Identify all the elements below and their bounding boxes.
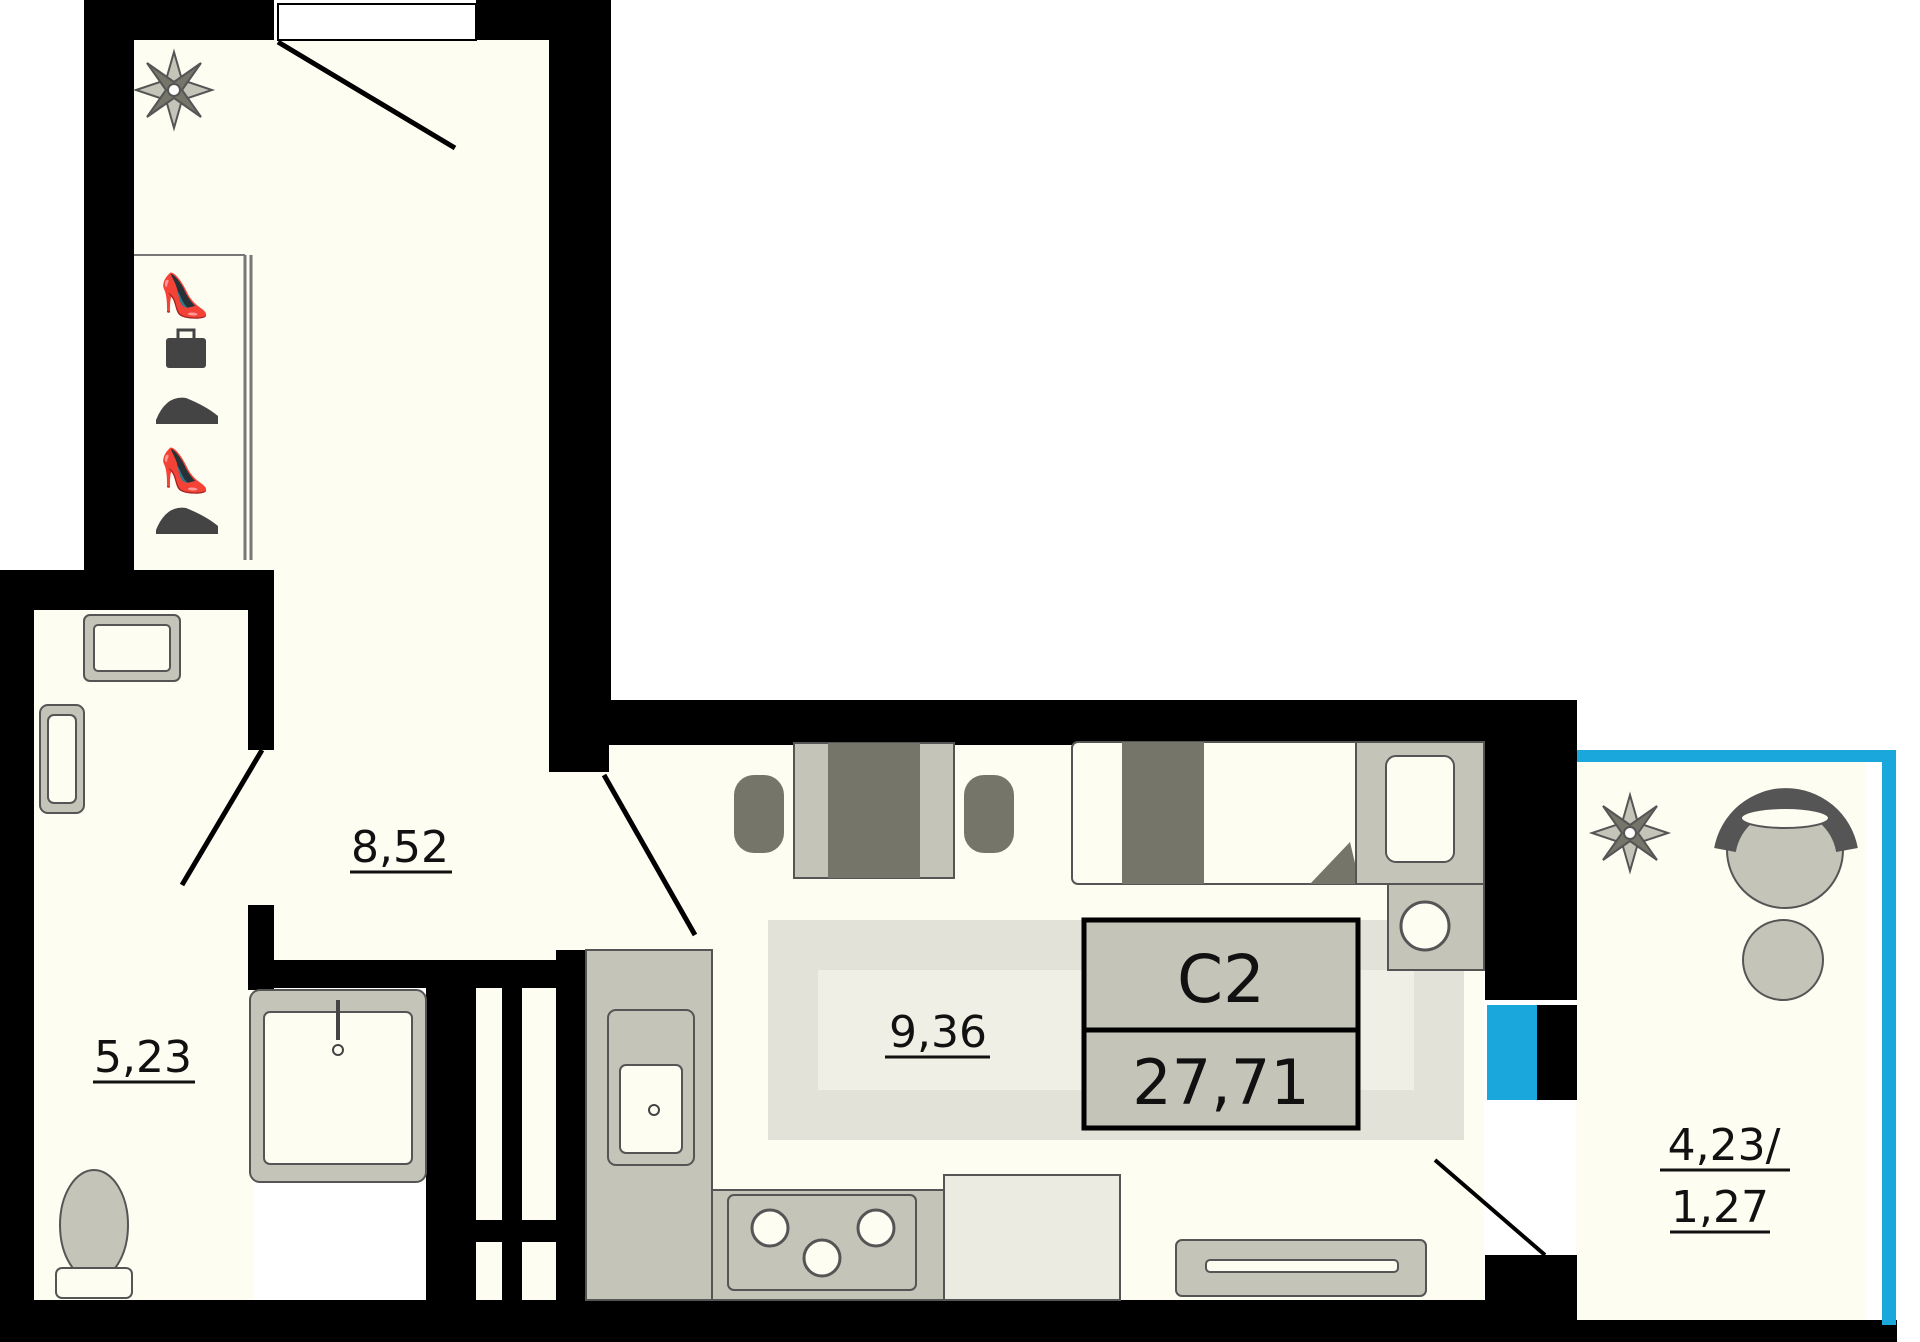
burner-icon (750, 1208, 790, 1248)
wall-bath-top (0, 570, 270, 610)
loggia-window (1487, 1005, 1537, 1100)
wall-loggia-bottom (1577, 1320, 1897, 1342)
burner-icon-2 (802, 1238, 842, 1278)
coffee-table (1742, 919, 1824, 1001)
wall-living-top (549, 700, 1577, 745)
wall-bottom (0, 1300, 1577, 1342)
bathroom-fixtures (39, 614, 556, 1300)
wall-hall-right-lower (549, 0, 611, 700)
hall-lower-floor (254, 570, 554, 970)
plant-icon-loggia (1588, 791, 1672, 875)
lamp-icon (1399, 900, 1451, 952)
loggia-glazing (1487, 750, 1896, 1325)
heel-icon: 👠 (159, 445, 211, 495)
loggia-area-reduced: 1,27 (1671, 1182, 1769, 1233)
total-area: 27,71 (1132, 1046, 1310, 1119)
hall-area: 8,52 (351, 822, 449, 873)
chair (734, 775, 784, 853)
bath-door-swing (179, 748, 265, 887)
wall-kitchen-left (556, 950, 586, 1300)
wall-wc-right (426, 960, 456, 1300)
plant-icon (132, 48, 216, 132)
shoe-icon: 👠 (159, 270, 211, 320)
hall-floor (134, 40, 549, 570)
wall-hall-left (84, 0, 134, 570)
glass-top (1577, 750, 1895, 762)
toilet (59, 1169, 129, 1281)
room-labels: 8,52 5,23 9,36 4,23/ 1,27 (93, 822, 1790, 1234)
bathroom-area: 5,23 (94, 1032, 192, 1083)
loggia-door-swing (1433, 1158, 1547, 1257)
chair-2 (964, 775, 1014, 853)
entrance-door-opening (277, 3, 477, 41)
wall-wc-top (248, 960, 588, 988)
glass-right (1882, 750, 1896, 1325)
fridge (943, 1174, 1121, 1301)
wardrobe: 👠 👠 (134, 254, 253, 560)
unit-code: С2 (1177, 941, 1265, 1018)
living-area: 9,36 (889, 1007, 987, 1058)
burner-icon-3 (856, 1208, 896, 1248)
loggia-furniture (1588, 788, 1858, 1001)
living-door-swing (601, 773, 698, 937)
sneaker-icon (156, 397, 218, 424)
wall-living-right-upper (1485, 700, 1577, 1000)
wall-hall-top-left (84, 0, 274, 40)
wall-living-corner (549, 700, 609, 772)
loggia-area-full: 4,23/ (1668, 1120, 1781, 1171)
wall-bath-left (0, 570, 34, 1342)
entrance-door-swing (276, 39, 457, 151)
sneaker-icon-2 (156, 507, 218, 534)
kitchen (585, 949, 1121, 1301)
briefcase-icon (166, 338, 206, 368)
unit-badge: С2 27,71 (1081, 917, 1361, 1131)
window-frame (1537, 1005, 1577, 1100)
wall-bath-door-upper (248, 570, 274, 750)
